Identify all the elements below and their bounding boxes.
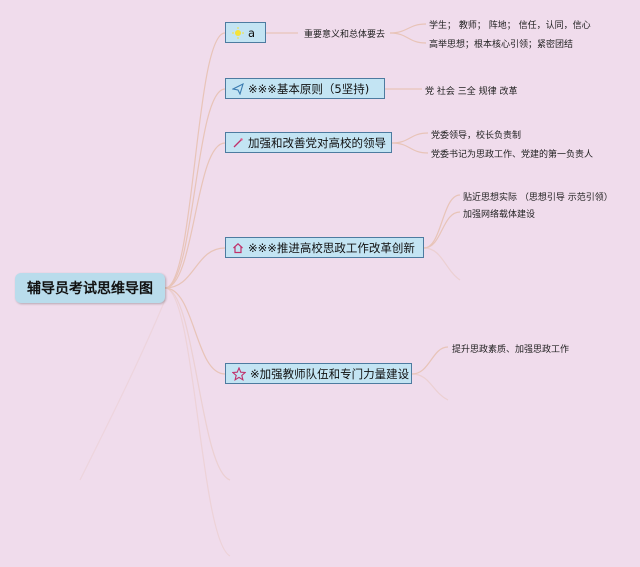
root-label: 辅导员考试思维导图 [27,281,153,297]
branch-label-4: ※※※推进高校思政工作改革创新 [248,240,415,255]
connector-b5-fade [411,373,449,401]
sun-icon [232,26,244,39]
connector-root-b5 [164,287,226,375]
leaf-1-2: 高举思想；根本核心引领；紧密团结 [429,40,574,50]
connector-fade-3 [79,299,166,481]
branch-node-1[interactable]: a [225,22,266,43]
leaf-3-1: 党委领导，校长负责制 [431,131,522,141]
leaf-4-1: 贴近思想实际 （思想引导 示范引领） [463,193,613,203]
connector-root-b1 [164,32,226,289]
connector-b3-leaf1 [391,132,429,144]
root-node[interactable]: 辅导员考试思维导图 [15,273,165,303]
branch-label-2: ※※※基本原则（5坚持) [248,81,370,96]
connector-sub-leaf2 [389,32,427,44]
branch-node-2[interactable]: ※※※基本原则（5坚持) [225,78,385,99]
branch-node-5[interactable]: ※加强教师队伍和专门力量建设 [225,363,412,384]
magic-wand-icon [232,137,244,149]
connector-b4-leaf1 [423,194,461,249]
branch-label-1: a [248,25,256,40]
star-icon [232,366,246,381]
leaf-3-2: 党委书记为思政工作、党建的第一负责人 [431,150,594,160]
home-icon [232,242,244,254]
paper-plane-icon [232,82,244,95]
leaf-5-1: 提升思政素质、加强思政工作 [452,345,570,355]
connector-fade-1 [164,287,231,481]
connector-root-b4 [164,247,226,289]
branch-node-3[interactable]: 加强和改善党对高校的领导 [225,132,392,153]
connector-b4-fade [423,247,461,281]
connector-root-b2 [164,88,226,289]
connector-b4-leaf2 [423,211,461,249]
branch-label-3: 加强和改善党对高校的领导 [248,135,386,150]
connector-root-b3 [164,142,226,289]
leaf-1-1: 学生； 教师； 阵地； 信任，认同，信心 [429,21,591,31]
subtopic-1: 重要意义和总体要去 [304,30,386,40]
leaf-2-1: 党 社会 三全 规律 改革 [425,87,518,97]
connector-b5-leaf [411,346,449,375]
branch-label-5: ※加强教师队伍和专门力量建设 [250,366,410,381]
branch-node-4[interactable]: ※※※推进高校思政工作改革创新 [225,237,424,258]
leaf-4-2: 加强网络载体建设 [463,210,536,220]
connector-sub-leaf1 [389,23,427,34]
connector-fade-2 [164,287,231,557]
connector-b3-leaf2 [391,142,429,154]
